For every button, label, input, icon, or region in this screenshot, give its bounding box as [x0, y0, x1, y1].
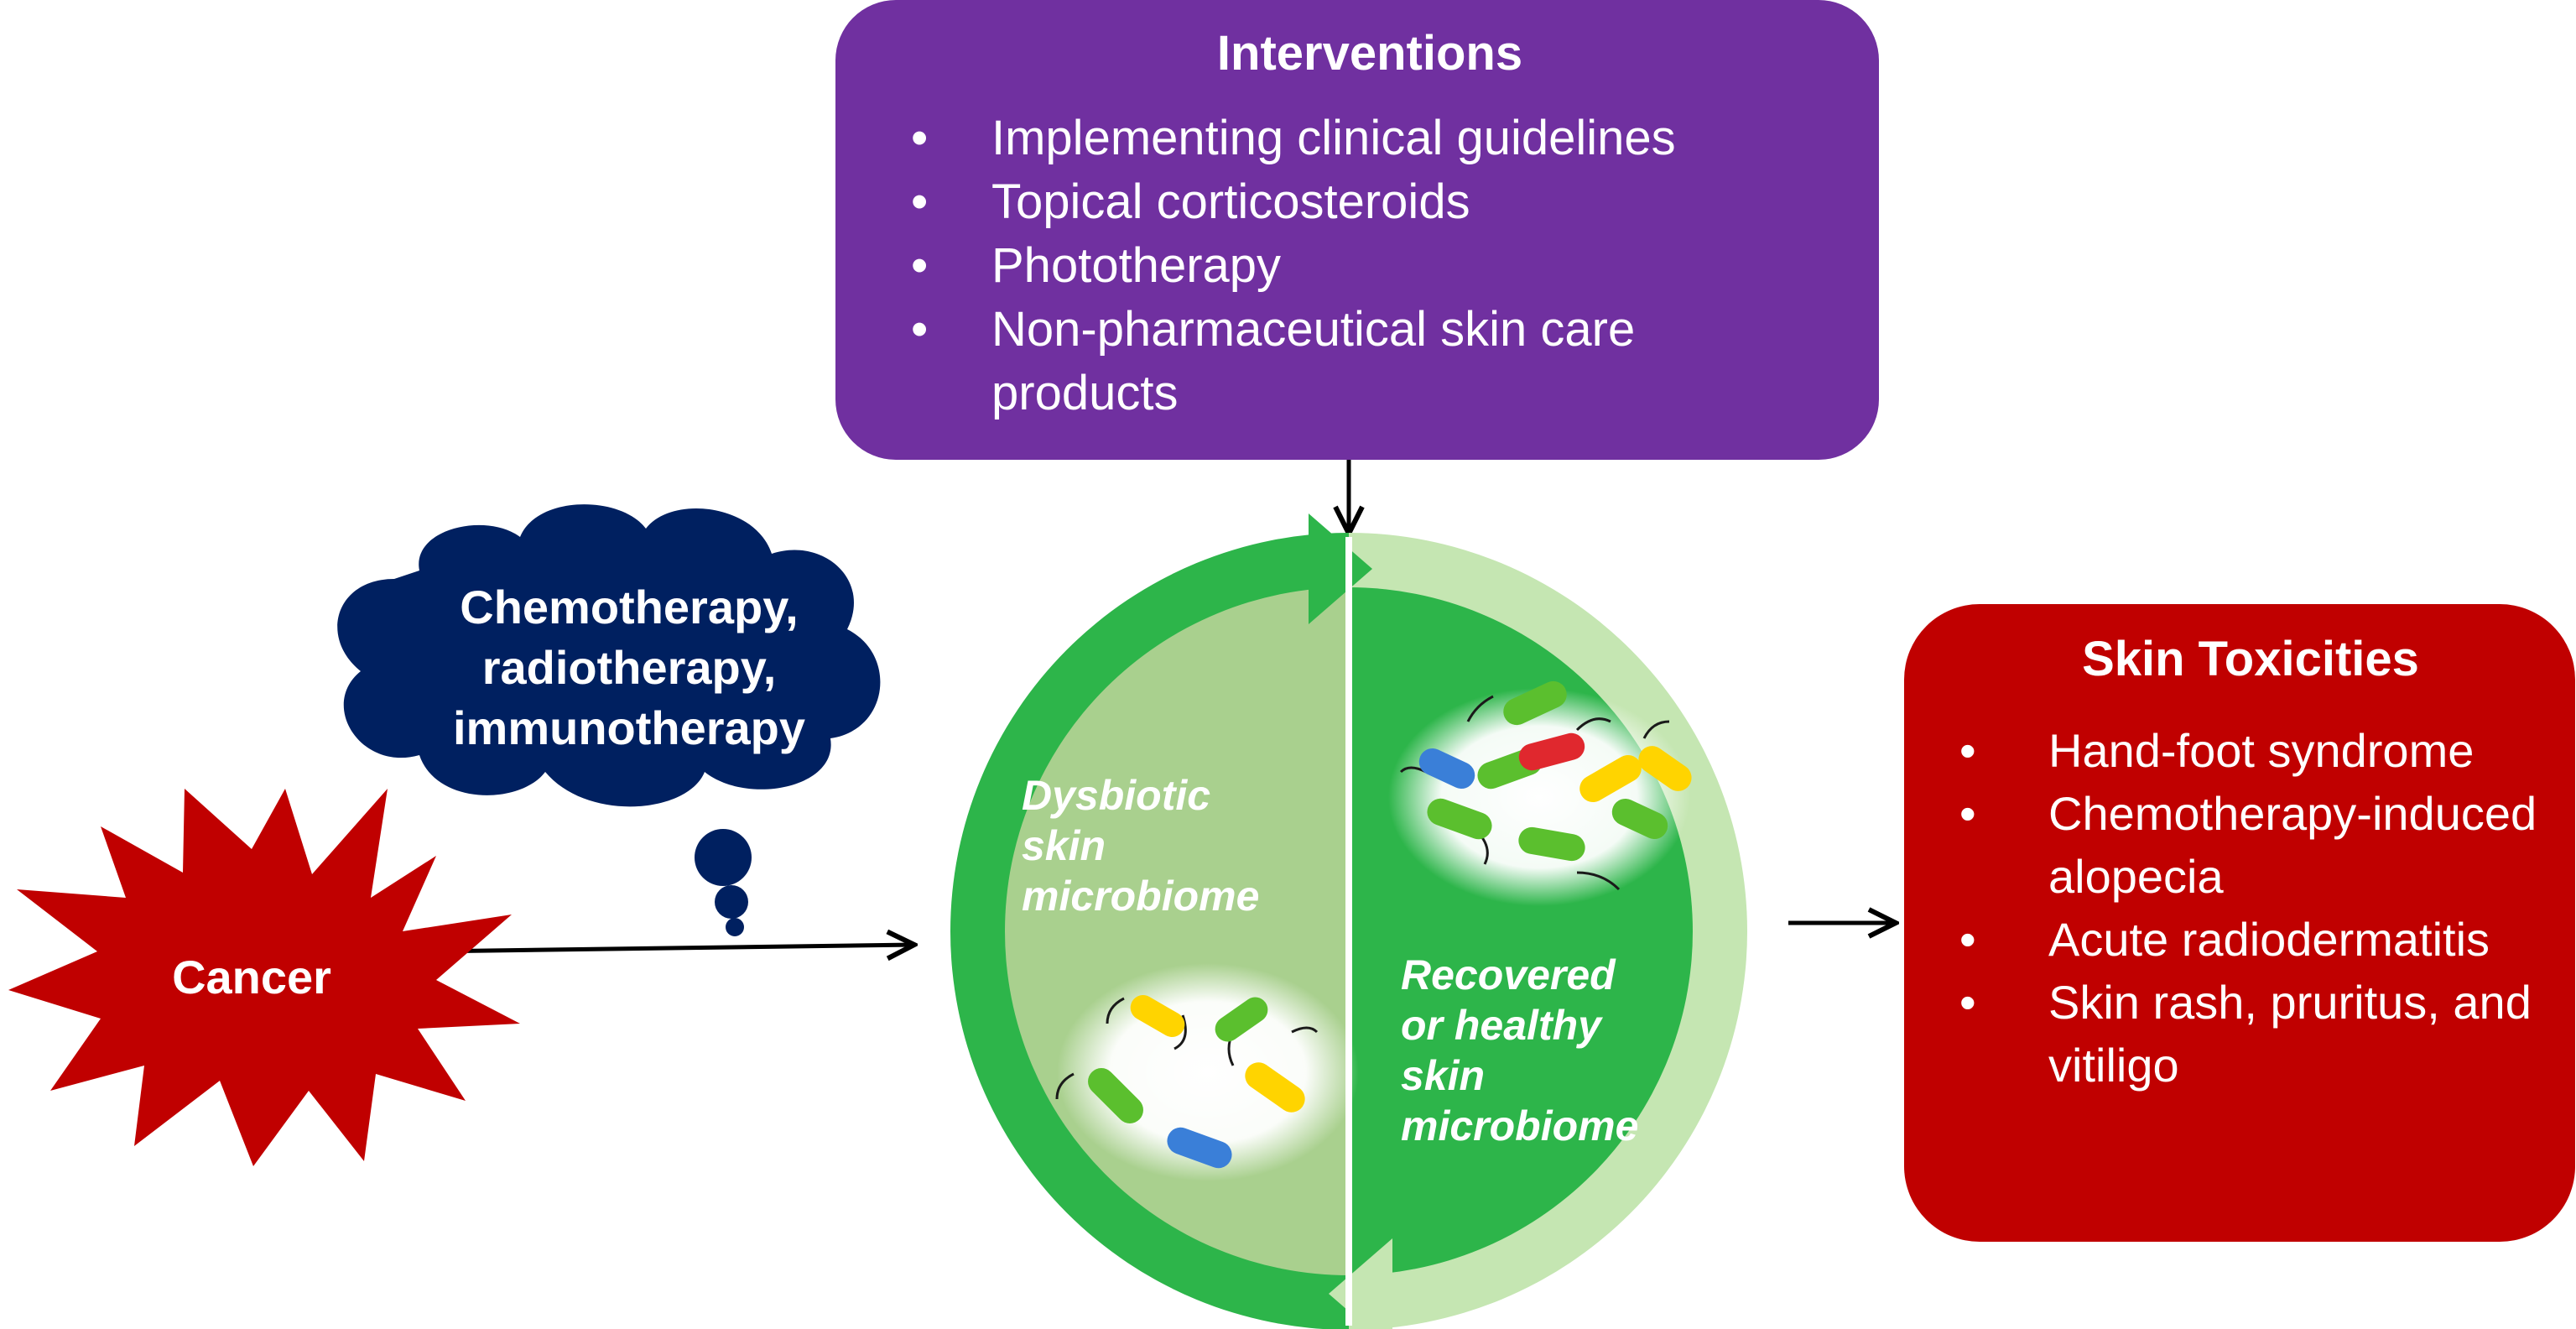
microbiome-cycle — [950, 513, 1747, 1329]
recovered-label-line: Recovered — [1401, 951, 1616, 998]
recovered-microbiome-label: Recovered or healthy skin microbiome — [1401, 950, 1703, 1151]
skin-toxicities-list: Hand-foot syndrome Chemotherapy-induced … — [1959, 719, 2542, 1097]
cloud-shape — [337, 504, 881, 807]
cloud-label-line: radiotherapy, — [481, 641, 777, 694]
interventions-list: Implementing clinical guidelines Topical… — [911, 107, 1829, 425]
cloud-label-line: immunotherapy — [452, 701, 806, 754]
interventions-title: Interventions — [1216, 26, 1523, 81]
treatment-cloud — [337, 504, 881, 936]
dysbiotic-bacteria-cluster — [1055, 963, 1359, 1181]
list-item: Non-pharmaceutical skin care products — [911, 298, 1829, 425]
dysbiotic-label-line: microbiome — [1022, 873, 1260, 920]
cloud-label-line: Chemotherapy, — [460, 581, 799, 633]
skin-toxicities-box: Skin Toxicities Hand-foot syndrome Chemo… — [1904, 604, 2575, 1242]
cycle-arrowhead-top — [1309, 513, 1372, 624]
cancer-label: Cancer — [172, 951, 331, 1003]
thought-bubble-medium — [715, 885, 748, 919]
connector-cancer-to-cycle — [427, 945, 914, 951]
thought-bubble-small — [726, 918, 744, 936]
recovered-label-line: or healthy — [1401, 1002, 1601, 1049]
interventions-box: Interventions Implementing clinical guid… — [835, 0, 1879, 460]
list-item: Phototherapy — [911, 234, 1829, 298]
dysbiotic-label-line: skin — [1022, 822, 1106, 869]
cycle-arrow-left-ring — [950, 533, 1349, 1329]
cycle-arrowhead-bottom — [1329, 1238, 1392, 1329]
thought-bubble-large — [695, 829, 752, 886]
list-item: Hand-foot syndrome — [1959, 719, 2542, 782]
recovered-label-line: skin — [1401, 1052, 1486, 1099]
list-item: Acute radiodermatitis — [1959, 908, 2542, 971]
healthy-bacteria-cluster — [1388, 680, 1692, 906]
dysbiotic-microbiome-label: Dysbiotic skin microbiome — [1022, 770, 1324, 921]
dysbiotic-label-line: Dysbiotic — [1022, 772, 1211, 819]
list-item: Chemotherapy-induced alopecia — [1959, 782, 2542, 908]
list-item: Implementing clinical guidelines — [911, 107, 1829, 170]
list-item: Topical corticosteroids — [911, 170, 1829, 234]
treatment-cloud-label: Chemotherapy, radiotherapy, immunotherap… — [394, 577, 864, 758]
skin-toxicities-title: Skin Toxicities — [2082, 632, 2419, 686]
list-item: Skin rash, pruritus, and vitiligo — [1959, 971, 2542, 1097]
recovered-label-line: microbiome — [1401, 1102, 1639, 1149]
cancer-starburst — [8, 789, 520, 1166]
